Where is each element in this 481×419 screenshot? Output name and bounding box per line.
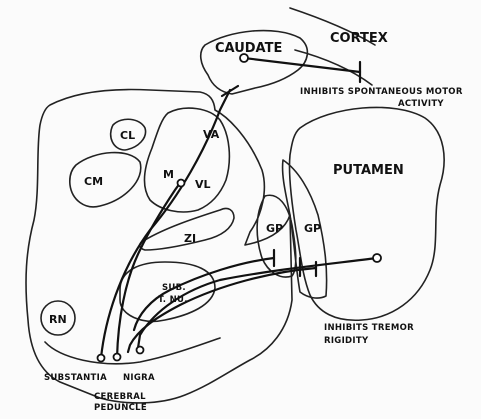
putamen-outline (289, 107, 444, 320)
subthalamic-label-line1: SUB. (162, 283, 186, 293)
motor-annotation-line1: INHIBITS SPONTANEOUS MOTOR (300, 87, 463, 97)
substantia-label: SUBSTANTIA (44, 373, 107, 383)
nigra-label: NIGRA (123, 373, 155, 383)
motor-annotation-line2: ACTIVITY (398, 99, 444, 109)
nigra-soma-3 (137, 347, 144, 354)
vl-label: VL (195, 178, 211, 191)
cm-outline (70, 153, 141, 207)
putamen-soma (373, 254, 381, 262)
caudate-cortex-fiber (244, 58, 360, 72)
nigra-soma-1 (98, 355, 105, 362)
zi-label: ZI (184, 232, 196, 245)
subthalamic-label-line2: T. NU. (158, 295, 188, 305)
gp-inner-label: GP (266, 222, 283, 235)
vl-soma (178, 180, 185, 187)
tremor-annotation-line1: INHIBITS TREMOR (324, 323, 414, 333)
cortex-label: CORTEX (330, 31, 388, 46)
peduncle-label: PEDUNCLE (94, 403, 147, 413)
tremor-annotation-line2: RIGIDITY (324, 336, 369, 346)
cm-label: CM (84, 175, 103, 188)
gp-outer-label: GP (304, 222, 321, 235)
putamen-label: PUTAMEN (333, 163, 404, 178)
rn-label: RN (49, 313, 67, 326)
caudate-label: CAUDATE (215, 41, 282, 56)
m-label: M (163, 168, 174, 181)
va-label: VA (203, 128, 220, 141)
nigra-soma-2 (114, 354, 121, 361)
caudate-terminal-bar (222, 86, 238, 96)
cerebral-label: CEREBRAL (94, 392, 146, 402)
va-vl-outline (144, 108, 229, 212)
cl-label: CL (120, 129, 135, 142)
